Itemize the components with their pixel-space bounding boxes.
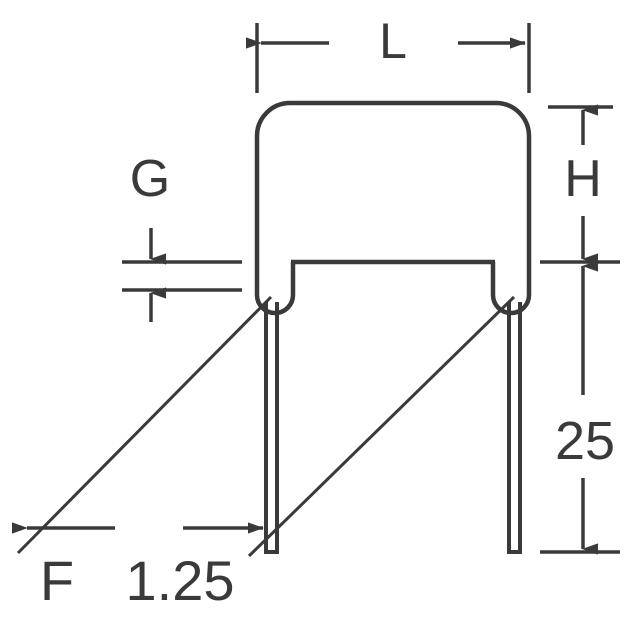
dimension-L-group: L bbox=[246, 13, 531, 93]
dimension-25-group: 25 bbox=[540, 260, 620, 555]
dimension-F-label: F bbox=[40, 549, 74, 612]
dimension-lead-diameter-label: 1.25 bbox=[126, 549, 235, 612]
leads-group bbox=[264, 302, 522, 554]
dimension-G-label: G bbox=[130, 150, 170, 208]
leader-diagonals-group bbox=[16, 295, 516, 558]
dimension-F-group: F 1.25 bbox=[12, 522, 264, 612]
dimension-H-label: H bbox=[564, 150, 602, 208]
left-lead-wire bbox=[264, 302, 279, 554]
dimension-L-label: L bbox=[379, 13, 407, 69]
dimension-25-label: 25 bbox=[555, 411, 615, 471]
left-lead-leader-diagonal bbox=[16, 295, 273, 555]
capacitor-body-outline bbox=[254, 100, 532, 295]
right-lead-wire bbox=[507, 302, 522, 554]
capacitor-body-group bbox=[254, 100, 532, 316]
dimension-H-group: H bbox=[540, 104, 620, 265]
dimension-G-group: G bbox=[122, 150, 242, 322]
right-lead-leader-diagonal bbox=[247, 295, 516, 558]
